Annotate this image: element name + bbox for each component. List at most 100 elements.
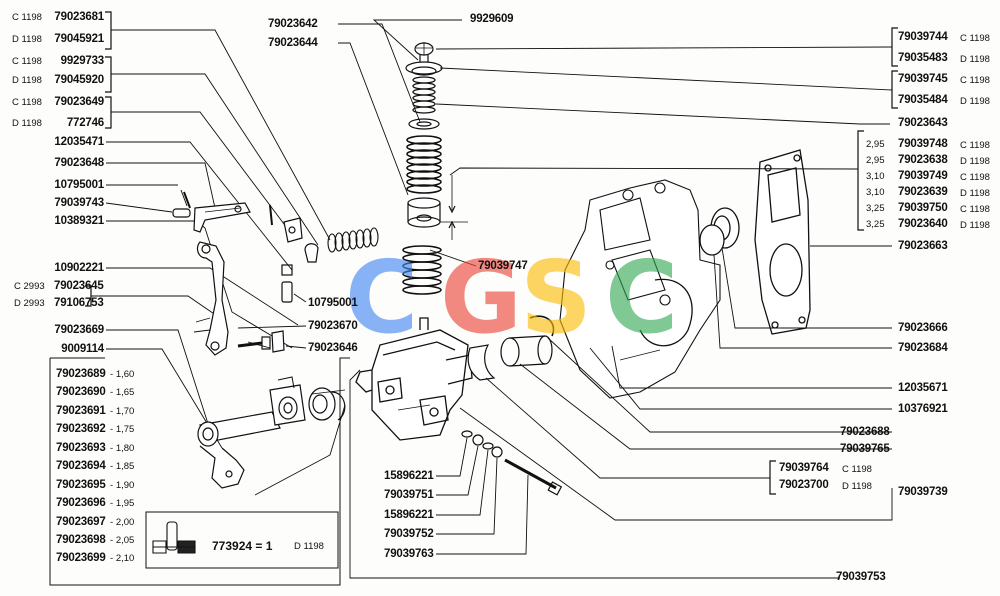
part-number: 79039752 [384,528,434,540]
variant-label: D 1198 [12,34,42,45]
part-number: 79039743 [54,197,104,209]
shim-size-value: 1,95 [115,498,135,509]
shim-size: - 1,65 [110,387,135,398]
part-number: 772746 [66,117,104,129]
part-number: 79023663 [898,240,948,252]
part-number: 79023646 [308,342,358,354]
cover-housing [559,179,721,399]
variant-label: C 1198 [960,140,990,151]
inset-label: 773924 = 1 [212,539,273,553]
inset-part-drawing [152,521,196,554]
plug [699,207,740,256]
shim-size: - 1,90 [110,480,135,491]
inset-code: D 1198 [294,541,324,552]
variant-label: C 1198 [960,204,990,215]
variant-label: C 1198 [12,12,42,23]
part-number: 79023684 [898,342,948,354]
shim-part: 79023689 [56,368,106,380]
part-number: 10389321 [54,215,104,227]
variant-label: C 1198 [842,464,872,475]
part-number: 10795001 [54,179,104,191]
inset-box [145,511,339,569]
gasket [754,149,811,335]
shim-part: 79023697 [56,516,106,528]
part-number: 9929733 [60,55,105,67]
part-number: 79023670 [308,320,358,332]
part-number: 79039739 [898,486,948,498]
shim-size: - 2,05 [110,535,135,546]
shim-size-value: 1,80 [115,443,135,454]
variant-label: D 1198 [960,220,990,231]
watermark-letter-3: S [520,239,593,356]
shim-part: 79023696 [56,497,106,509]
shim-part: 79023695 [56,479,106,491]
shim-size-value: 2,10 [115,553,135,564]
part-number: 79039765 [840,443,890,455]
shim-size-value: 1,65 [115,387,135,398]
shim-size-value: 1,75 [115,424,135,435]
part-number: 79023645 [54,280,104,292]
gasket-size: 3,10 [866,187,885,198]
variant-label: C 1198 [12,97,42,108]
part-number: 79045920 [54,74,104,86]
parts-left [172,189,379,489]
part-number: 12035671 [898,382,948,394]
variant-label: C 1198 [960,75,990,86]
shim-size: - 1,60 [110,369,135,380]
part-number: 12035471 [54,136,104,148]
part-number: 9009114 [61,343,104,355]
variant-label: D 1198 [842,481,872,492]
gasket-size: 3,10 [866,171,885,182]
variant-label: D 1198 [960,156,990,167]
gasket-size: 2,95 [866,139,885,150]
part-number: 79039751 [384,489,434,501]
gasket-part: 79039750 [898,202,948,214]
part-number: 79023644 [268,37,318,49]
shim-size: - 1,75 [110,424,135,435]
part-number: 9929609 [470,13,514,25]
part-number: 79039744 [898,31,948,43]
part-number: 79039747 [478,260,528,272]
variant-label: D 1198 [960,96,990,107]
shim-size: - 1,85 [110,461,135,472]
leader-lines-bottom [349,369,840,579]
gasket-part: 79023639 [898,186,948,198]
part-number: 15896221 [384,470,434,482]
variant-label: D 1198 [960,188,990,199]
leader-lines-right [435,46,893,521]
part-number: 79023700 [779,479,829,491]
part-number: 15896221 [384,509,434,521]
part-number: 10376921 [898,403,948,415]
gasket-size: 3,25 [866,219,885,230]
shim-size-value: 2,05 [115,535,135,546]
part-number: 79023642 [268,18,318,30]
shim-size: - 2,00 [110,517,135,528]
variant-label: C 1198 [960,172,990,183]
part-number: 79035484 [898,94,948,106]
shim-size: - 1,95 [110,498,135,509]
part-number: 79039745 [898,73,948,85]
variant-label: D 1198 [12,118,42,129]
variant-label: D 2993 [14,298,45,309]
leader-lines-center [237,249,477,349]
shim-part: 79023692 [56,423,106,435]
leader-lines-top [338,19,462,196]
part-number: 10795001 [308,297,358,309]
shim-size: - 1,70 [110,406,135,417]
watermark-letter-4: C [605,239,679,356]
part-number: 79023666 [898,322,948,334]
variant-label: D 1198 [960,54,990,65]
shim-part: 79023698 [56,534,106,546]
part-number: 79045921 [54,33,104,45]
watermark-letter-1: C [345,239,419,356]
part-number: 79023681 [54,11,104,23]
shim-size: - 1,80 [110,443,135,454]
shim-bracket [49,357,350,586]
part-number: 79039763 [384,548,434,560]
shim-part: 79023691 [56,405,106,417]
shim-part: 79023693 [56,442,106,454]
part-number: 79035483 [898,52,948,64]
variant-label: C 1198 [12,56,42,67]
